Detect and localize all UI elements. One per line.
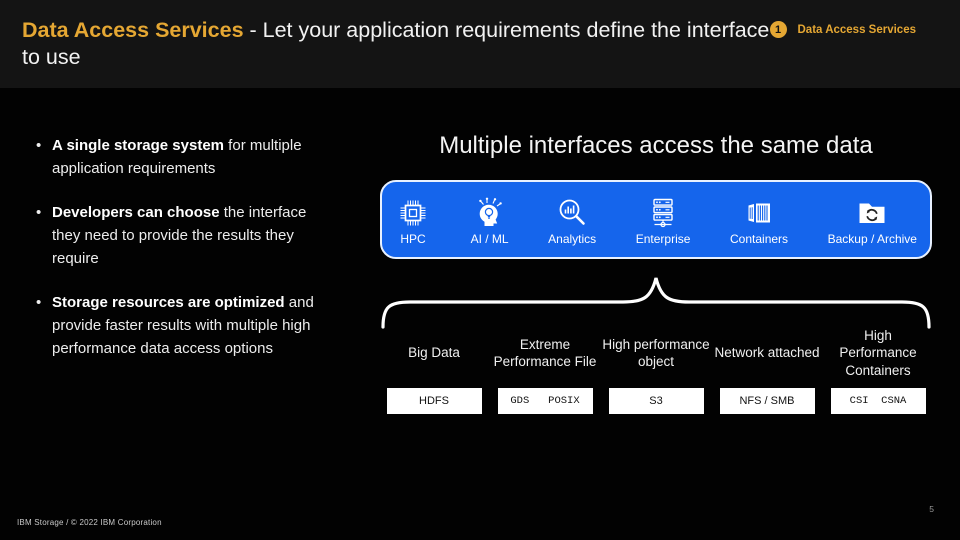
category-label: High Performance Containers <box>839 327 917 378</box>
backup-folder-icon <box>859 203 885 223</box>
bullet-item: A single storage system for multiple app… <box>36 134 321 180</box>
bullet-bold: A single storage system <box>52 137 225 154</box>
bullet-text: the interface they need to provide the r… <box>52 204 307 267</box>
diagram-panel: Multiple interfaces access the same data… <box>380 130 932 420</box>
analytics-magnifier-icon <box>559 199 585 225</box>
ai-head-icon <box>478 197 502 226</box>
section-badge: 1 Data Access Services <box>769 21 917 38</box>
protocol-box-hdfs: HDFS <box>386 388 482 414</box>
interface-cell-backup-archive: Backup / Archive <box>828 195 917 246</box>
badge-number: 1 <box>769 21 787 38</box>
interface-cell-ai-ml: AI / ML <box>471 195 509 246</box>
header-band <box>0 0 960 88</box>
protocol-box-csi-csna: CSI CSNA <box>830 388 926 414</box>
protocol-box-nfs-smb: NFS / SMB <box>719 388 815 414</box>
interface-label: HPC <box>400 232 426 246</box>
protocol-box-gds-posix: GDS POSIX <box>497 388 593 414</box>
bullet-bold: Developers can choose <box>52 204 220 221</box>
interface-label: Containers <box>730 232 789 246</box>
page-number: 5 <box>929 504 934 514</box>
shipping-container-icon <box>748 203 771 223</box>
server-stack-icon <box>653 198 673 228</box>
interface-cell-hpc: HPC <box>395 195 431 246</box>
bullet-text: for multiple application requirements <box>52 137 302 177</box>
interface-label: Analytics <box>548 232 597 246</box>
protocol-box-s3: S3 <box>608 388 704 414</box>
bullet-list: A single storage system for multiple app… <box>36 134 321 381</box>
interface-label: AI / ML <box>470 232 509 246</box>
badge-label: Data Access Services <box>797 23 917 36</box>
interface-cell-analytics: Analytics <box>548 195 596 246</box>
title-highlight: Data Access Services <box>22 18 244 42</box>
category-label: Extreme Performance File <box>493 336 597 370</box>
category-label: Network attached <box>714 345 820 361</box>
page-title: Data Access Services - Let your applicat… <box>22 17 777 70</box>
diagram-heading: Multiple interfaces access the same data <box>439 132 873 159</box>
bullet-text: and provide faster results with multiple… <box>52 294 314 357</box>
protocol-boxes-row: HDFS GDS POSIX S3 NFS / SMB CSI CSNA <box>380 388 932 414</box>
interface-label: Enterprise <box>635 232 691 246</box>
title-rest: - Let your application requirements defi… <box>22 18 770 69</box>
bullet-bold: Storage resources are optimized <box>52 294 285 311</box>
cpu-chip-icon <box>400 200 426 226</box>
footer-copyright: IBM Storage / © 2022 IBM Corporation <box>17 518 162 527</box>
category-label: Big Data <box>408 345 460 361</box>
curly-brace-icon <box>381 277 931 329</box>
bullet-item: Developers can choose the interface they… <box>36 201 321 270</box>
bullet-item: Storage resources are optimized and prov… <box>36 291 321 360</box>
interface-label: Backup / Archive <box>827 232 917 246</box>
category-labels-row: Big Data Extreme Performance File High p… <box>380 322 932 384</box>
interfaces-bar: HPC AI / ML <box>380 180 932 259</box>
interface-cell-enterprise: Enterprise <box>635 195 691 246</box>
category-label: High performance object <box>602 336 710 370</box>
interface-cell-containers: Containers <box>730 195 788 246</box>
